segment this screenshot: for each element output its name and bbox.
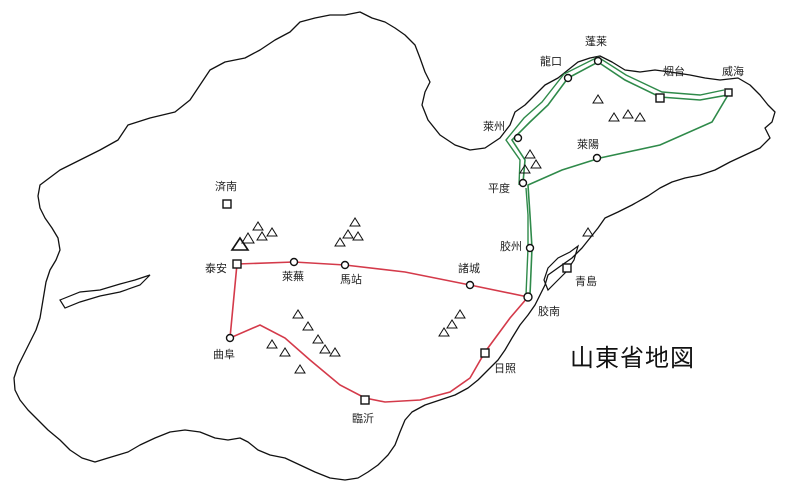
province-outline	[13, 11, 776, 481]
label-jinan: 済南	[215, 179, 237, 193]
label-jiaonan: 胶南	[538, 304, 560, 318]
triangle-icon	[230, 236, 250, 251]
label-qufu: 曲阜	[213, 348, 235, 361]
label-weihai: 威海	[722, 64, 744, 78]
triangle-icon	[582, 227, 594, 237]
label-rizhao: 日照	[494, 362, 516, 375]
label-jiaozhou: 胶州	[500, 239, 522, 253]
penglai-marker	[593, 56, 603, 66]
triangle-icon	[252, 221, 264, 231]
triangle-icon	[292, 309, 304, 319]
triangle-icon	[266, 339, 278, 349]
triangle-icon	[634, 112, 646, 122]
jiaozhou-marker	[525, 243, 535, 253]
triangle-icon	[279, 347, 291, 357]
triangle-icon	[524, 149, 536, 159]
label-penglai: 蓬莱	[585, 35, 607, 48]
triangle-icon	[256, 231, 268, 241]
triangle-icon	[530, 159, 542, 169]
triangle-icon	[438, 327, 450, 337]
rizhao-marker	[480, 348, 490, 358]
green-route	[510, 61, 730, 296]
pingdu-marker	[518, 178, 528, 188]
map-title: 山東省地図	[570, 344, 695, 372]
jiaozhou-bay	[543, 244, 580, 292]
city-labels: 済南 泰安 萊蕪 馬站 諸城 胶南 青島 胶州 平度 萊州 龍口 蓬莱 烟台 威…	[205, 35, 744, 425]
label-qingdao: 青島	[575, 274, 597, 288]
jiaonan-marker	[523, 292, 533, 302]
triangle-icon	[608, 112, 620, 122]
red-route	[229, 261, 530, 403]
mazhan-marker	[340, 260, 350, 270]
label-laiwu: 萊蕪	[282, 270, 304, 283]
triangle-icon	[334, 237, 346, 247]
triangle-icon	[519, 164, 531, 174]
qufu-marker	[225, 333, 235, 343]
yantai-marker	[655, 93, 665, 103]
label-pingdu: 平度	[488, 181, 510, 195]
label-taian: 泰安	[205, 261, 227, 275]
laiwu-marker	[289, 257, 299, 267]
mountains	[230, 94, 646, 374]
triangle-icon	[266, 227, 278, 237]
laiyang-marker	[592, 153, 602, 163]
label-laiyang: 萊陽	[577, 138, 599, 151]
jinan-marker	[222, 199, 232, 209]
triangle-icon	[352, 231, 364, 241]
triangle-icon	[454, 309, 466, 319]
weihai-marker	[724, 88, 733, 97]
triangle-icon	[329, 347, 341, 357]
label-linyi: 臨沂	[352, 412, 374, 425]
triangle-icon	[342, 229, 354, 239]
linyi-marker	[360, 395, 370, 405]
bay-outline	[59, 274, 151, 309]
label-longkou: 龍口	[540, 54, 562, 68]
longkou-marker	[563, 73, 573, 83]
triangle-icon	[319, 344, 331, 354]
triangle-icon	[622, 109, 634, 119]
laizhou-marker	[513, 133, 523, 143]
label-yantai: 烟台	[663, 64, 685, 78]
qingdao-marker	[562, 263, 572, 273]
label-zhucheng: 諸城	[458, 261, 480, 275]
zhucheng-marker	[465, 280, 475, 290]
label-mazhan: 馬站	[340, 272, 362, 286]
triangle-icon	[349, 217, 361, 227]
triangle-icon	[241, 232, 255, 244]
city-markers	[222, 56, 733, 405]
triangle-icon	[294, 364, 306, 374]
triangle-icon	[592, 94, 604, 104]
triangle-icon	[446, 319, 458, 329]
taian-marker	[232, 259, 242, 269]
triangle-icon	[312, 334, 324, 344]
green-route-parallel	[505, 56, 725, 296]
triangle-icon	[302, 321, 314, 331]
label-laizhou: 萊州	[483, 120, 505, 133]
